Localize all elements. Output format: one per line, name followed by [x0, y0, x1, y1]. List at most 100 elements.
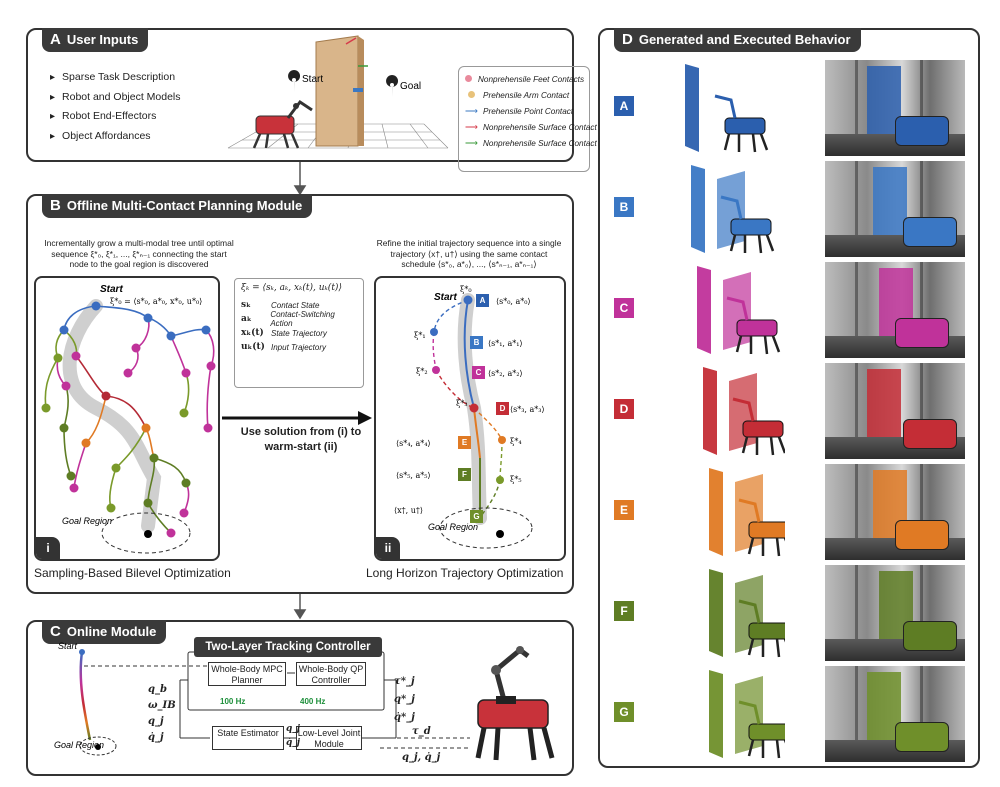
definition-symbol: uₖ(t) [241, 342, 265, 352]
input-item: Robot and Object Models [50, 88, 180, 108]
photo-element [895, 520, 949, 550]
behavior-label-f: F [614, 601, 634, 621]
photo-element [855, 464, 858, 560]
photo-element [903, 217, 957, 247]
surface-contact-2-arrow-icon: ⟶ [465, 137, 478, 148]
traj-goal-label: Goal Region [428, 522, 478, 532]
definition-row: xₖ(t)State Trajectory [241, 326, 357, 340]
mpc-rate-label: 100 Hz [220, 697, 246, 706]
multimodal-tree: Start ξ*₀ = ⟨s*₀, a*₀, x*₀, u*₀⟩ Goal Re… [41, 284, 216, 554]
panel-c-title: Online Module [66, 624, 157, 639]
arm-contact-dot-icon [467, 90, 475, 98]
traj-start-label: Start [434, 292, 457, 303]
step-badge-b: B [470, 336, 483, 349]
panel-b-letter: B [50, 197, 61, 214]
tree-planning-subpanel: Start ξ*₀ = ⟨s*₀, a*₀, x*₀, u*₀⟩ Goal Re… [34, 276, 220, 561]
contact-legend: Nonprehensile Feet Contacts Prehensile A… [458, 66, 604, 172]
start-label: Start [302, 74, 323, 85]
xi0-definition-label: ξ*₀ = ⟨s*₀, a*₀, x*₀, u*₀⟩ [110, 297, 202, 306]
xi-definition-box: ξₖ = ⟨sₖ, aₖ, xₖ(t), uₖ(t)⟩ sₖ Contact St… [234, 278, 364, 388]
behavior-render-g [709, 670, 785, 759]
left-caption: Sampling-Based Bilevel Optimization [34, 566, 231, 580]
input-item: Sparse Task Description [50, 68, 181, 88]
online-trajectory: Start Goal Region [54, 641, 117, 756]
photo-element [895, 116, 949, 146]
qp-controller-box: Whole-Body QP Controller [296, 662, 366, 686]
xi5-label: ξ*₅ [510, 475, 522, 484]
definition-row: sₖ Contact State [241, 298, 357, 312]
legend-item: Prehensile Arm Contact [465, 87, 583, 103]
step-badge-g: G [470, 510, 483, 523]
start-pin-icon [288, 70, 301, 92]
sa0-label: ⟨s*₀, a*₀⟩ [496, 297, 531, 306]
photo-element [855, 161, 858, 257]
photo-element [855, 666, 858, 762]
signal-q-out: q_j, q̇_j [402, 752, 441, 763]
legend-label: Nonprehensile Surface Contact 1 [483, 122, 604, 132]
panel-d-title: Generated and Executed Behavior [638, 32, 851, 47]
joint-module-box: Low-Level Joint Module [296, 726, 362, 750]
photo-element [920, 464, 923, 560]
mpc-planner-box: Whole-Body MPC Planner [208, 662, 286, 686]
behavior-photo-c [825, 262, 965, 358]
signal-qjdot-mid: q̇_j [286, 738, 301, 748]
warm-start-label: Use solution from (i) to warm-start (ii) [240, 426, 362, 453]
behavior-render-d [703, 367, 785, 456]
behavior-label-g: G [614, 702, 634, 722]
robot-illustration [252, 99, 313, 149]
photo-element [920, 666, 923, 762]
sa5-label: ⟨s*₅, a*₅⟩ [396, 471, 431, 480]
definition-text: Contact-Switching Action [270, 310, 335, 328]
behavior-label-e: E [614, 500, 634, 520]
goal-label: Goal [400, 81, 421, 92]
warm-start-arrow [222, 411, 372, 425]
step-badge-d: D [496, 402, 509, 415]
legend-item: ⟶Prehensile Point Contact [465, 103, 583, 119]
signal-tau-d: τ_d [412, 726, 431, 737]
panel-c-letter: C [50, 623, 61, 640]
photo-element [903, 419, 957, 449]
right-caption: Long Horizon Trajectory Optimization [366, 566, 564, 580]
step-badge-c: C [472, 366, 485, 379]
panel-d-letter: D [622, 31, 633, 48]
panel-a-title: User Inputs [66, 32, 139, 47]
definition-symbol: sₖ [241, 300, 251, 310]
photo-element [895, 722, 949, 752]
controller-title: Two-Layer Tracking Controller [194, 637, 382, 657]
left-description: Incrementally grow a multi-modal tree un… [44, 238, 234, 269]
panel-d-tab: D Generated and Executed Behavior [614, 28, 861, 52]
photo-element [920, 565, 923, 661]
behavior-photo-a [825, 60, 965, 156]
signal-qb: q_b [148, 684, 167, 695]
signal-qdot-star: q̇*_j [394, 712, 415, 723]
task-scene-illustration: Start Goal [227, 35, 449, 149]
qp-rate-label: 400 Hz [300, 697, 326, 706]
legend-item: ⟶Nonprehensile Surface Contact 1 [465, 119, 604, 135]
panel-c-tab: C Online Module [42, 620, 167, 644]
photo-element [867, 369, 901, 441]
goal-pin-icon [386, 75, 399, 97]
photo-element [855, 363, 858, 459]
xi-left2-label: ξ*₂ [416, 367, 428, 376]
behavior-photo-e [825, 464, 965, 560]
user-inputs-list: Sparse Task Description Robot and Object… [50, 68, 181, 146]
legend-item: ⟶Nonprehensile Surface Contact 2 [465, 135, 604, 151]
behavior-render-f [709, 569, 785, 658]
subpanel-i-badge: i [36, 537, 60, 559]
xi-equation: ξₖ = ⟨sₖ, aₖ, xₖ(t), uₖ(t)⟩ [241, 283, 342, 293]
sa3-label: ⟨s*₃, a*₃⟩ [510, 405, 545, 414]
photo-element [903, 621, 957, 651]
behavior-photo-f [825, 565, 965, 661]
feet-contact-dot-icon [465, 74, 472, 82]
xu-label: ⟨x†, u†⟩ [394, 506, 423, 515]
definition-text: Contact State [271, 300, 320, 310]
point-contact-arrow-icon: ⟶ [465, 105, 478, 116]
online-goal-label: Goal Region [54, 740, 104, 750]
definition-symbol: aₖ [241, 314, 252, 324]
behavior-photo-d [825, 363, 965, 459]
xi4-label: ξ*₄ [510, 437, 522, 446]
signal-omega: ω_IB [148, 700, 176, 711]
